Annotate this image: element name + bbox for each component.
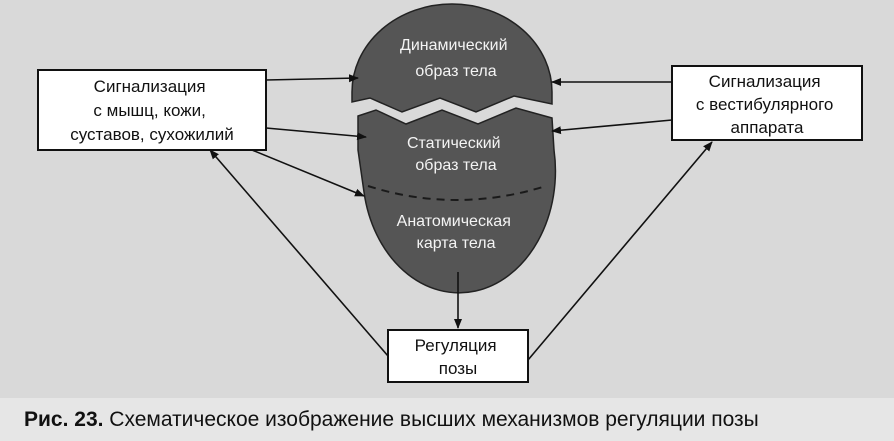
right-box-line-3: аппарата <box>731 118 804 137</box>
svg-text:Сигнализация с вестибу: Сигнализация с вестибулярного аппарата <box>696 72 838 137</box>
dynamic-line-1: Динамический <box>400 37 508 54</box>
left-box-line-1: Сигнализация <box>94 77 206 96</box>
dynamic-line-2: образ тела <box>415 63 496 80</box>
left-box-line-3: суставов, сухожилий <box>70 125 233 144</box>
static-anatomical-divider <box>367 185 547 201</box>
bottom-box-line-1: Регуляция <box>415 336 497 355</box>
right-box-line-2: с вестибулярного <box>696 95 834 114</box>
dynamic-body-image-label: Динамический образ тела <box>400 37 512 80</box>
caption-text: Схематическое изображение высших механиз… <box>103 408 759 431</box>
bottom-box-line-2: позы <box>439 359 477 378</box>
arrow-left-to-static <box>265 127 367 141</box>
arrow-left-to-dynamic <box>265 74 359 83</box>
static-line-2: образ тела <box>415 157 496 174</box>
arrow-regulation-to-left <box>209 149 389 357</box>
muscle-skin-signal-box: Сигнализация с мышц, кожи, суставов, сух… <box>37 69 267 151</box>
dynamic-body-image-region <box>351 3 553 113</box>
figure-caption: Рис. 23. Схематическое изображение высши… <box>0 398 894 441</box>
vestibular-signal-box: Сигнализация с вестибулярного аппарата <box>671 65 863 141</box>
static-line-1: Статический <box>407 135 501 152</box>
arrow-left-to-anatomical <box>251 149 365 197</box>
anatomical-line-1: Анатомическая <box>397 213 511 230</box>
arrow-regulation-to-right <box>527 141 713 361</box>
svg-text:Сигнализация с мышц, к: Сигнализация с мышц, кожи, суставов, сух… <box>70 77 233 144</box>
svg-text:Регуляция позы: Регуляция позы <box>415 336 502 378</box>
posture-regulation-box: Регуляция позы <box>387 329 529 383</box>
anatomical-line-2: карта тела <box>416 235 495 252</box>
static-body-image-label: Статический образ тела <box>407 135 505 174</box>
left-box-line-2: с мышц, кожи, <box>93 101 205 120</box>
arrow-right-to-static <box>551 119 673 135</box>
right-box-line-1: Сигнализация <box>709 72 821 91</box>
caption-number: Рис. 23. <box>24 408 104 431</box>
anatomical-map-label: Анатомическая карта тела <box>397 213 516 252</box>
